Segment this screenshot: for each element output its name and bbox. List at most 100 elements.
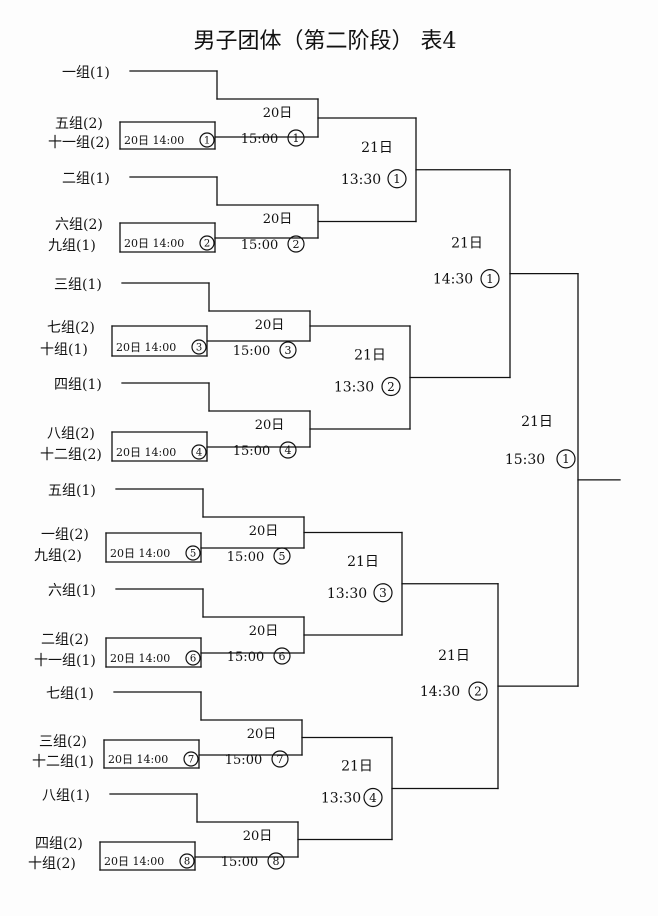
round1-number-circle [279,441,297,459]
round3-number: 2 [474,684,482,698]
round2-number: 2 [387,380,395,394]
team-label: 八组(1) [42,788,90,804]
round1-number: 7 [277,753,284,766]
round1-day: 20日 [263,106,293,121]
team-label: 七组(2) [47,320,95,336]
team-label: 四组(1) [54,377,102,393]
round1-time: 15:00 [227,650,264,665]
round2-time: 13:30 [334,380,374,396]
round2-number: 3 [379,586,387,600]
round3-number-circle [468,681,488,701]
round2-day: 21日 [341,759,373,775]
team-label: 五组(2) [55,116,103,132]
round1-number-circle [287,235,305,253]
round1-time: 15:00 [241,132,278,147]
round1-day: 20日 [247,727,277,742]
team-label: 十二组(1) [32,754,94,770]
bracket-lines [99,70,621,871]
round2-number-circle [373,583,393,603]
final-time: 15:30 [505,452,545,468]
round1-day: 20日 [255,318,285,333]
team-label: 六组(1) [48,583,96,599]
team-label: 十一组(2) [48,135,110,151]
team-label: 三组(2) [39,734,87,750]
team-label: 十组(2) [28,856,76,872]
round2-day: 21日 [347,554,379,570]
round1-number: 6 [279,650,286,663]
prelim-time: 20日 14:00 [108,753,168,766]
round1-number: 2 [293,238,300,251]
team-label: 二组(2) [41,632,89,648]
team-label: 一组(2) [41,527,89,543]
page-title: 男子团体（第二阶段） 表4 [194,29,457,54]
team-label: 二组(1) [62,171,110,187]
prelim-number: 7 [188,755,194,766]
round2-number: 4 [369,791,377,805]
round1-number-circle [267,852,285,870]
prelim-time: 20日 14:00 [110,652,170,665]
team-label: 十组(1) [40,342,88,358]
round1-day: 20日 [249,524,279,539]
prelim-number-circle [183,751,199,767]
round2-time: 13:30 [327,586,367,602]
prelim-time: 20日 14:00 [116,341,176,354]
round3-time: 14:30 [420,684,460,700]
round2-time: 13:30 [341,172,381,188]
prelim-number: 4 [196,448,202,459]
team-label: 一组(1) [62,65,110,81]
team-label: 六组(2) [55,217,103,233]
round2-day: 21日 [361,140,393,156]
round1-number-circle [273,547,291,565]
round1-number: 1 [293,132,300,145]
round1-number-circle [287,129,305,147]
final-number: 1 [562,452,570,466]
team-label: 十二组(2) [40,447,102,463]
round1-number: 4 [285,444,292,457]
round1-number-circle [279,341,297,359]
round2-number-circle [363,787,383,808]
team-label: 八组(2) [47,426,95,442]
round1-number: 5 [279,550,286,563]
team-label: 九组(1) [48,238,96,254]
round1-time: 15:00 [221,855,258,870]
prelim-number: 8 [184,857,190,868]
round2-number: 1 [393,172,401,186]
round2-number-circle [387,169,407,189]
final-day: 21日 [521,414,553,430]
round2-number-circle [381,376,401,397]
round2-day: 21日 [354,348,386,364]
team-label: 四组(2) [35,836,83,852]
prelim-number-circle [191,444,207,460]
prelim-time: 20日 14:00 [110,547,170,560]
team-label: 三组(1) [54,277,102,293]
final-number-circle [556,449,576,469]
round3-number: 1 [486,272,494,286]
prelim-number: 5 [190,549,196,560]
round3-time: 14:30 [433,272,473,288]
prelim-number-circle [199,235,215,251]
round1-number-circle [273,647,291,665]
prelim-number: 3 [196,343,202,354]
team-label: 七组(1) [46,686,94,702]
round1-number-circle [271,750,289,768]
prelim-number-circle [191,339,207,355]
prelim-number-circle [185,650,201,666]
round2-time: 13:30 [321,791,361,807]
round1-time: 15:00 [233,344,270,359]
prelim-number: 1 [204,136,210,147]
round3-day: 21日 [438,648,470,664]
prelim-number-circle [179,853,195,869]
round1-number: 3 [285,344,292,357]
round1-day: 20日 [249,624,279,639]
prelim-time: 20日 14:00 [104,855,164,868]
round1-day: 20日 [243,829,273,844]
prelim-time: 20日 14:00 [124,134,184,147]
prelim-time: 20日 14:00 [124,237,184,250]
round1-day: 20日 [263,212,293,227]
round1-time: 15:00 [225,753,262,768]
team-label: 九组(2) [34,548,82,564]
round1-day: 20日 [255,418,285,433]
